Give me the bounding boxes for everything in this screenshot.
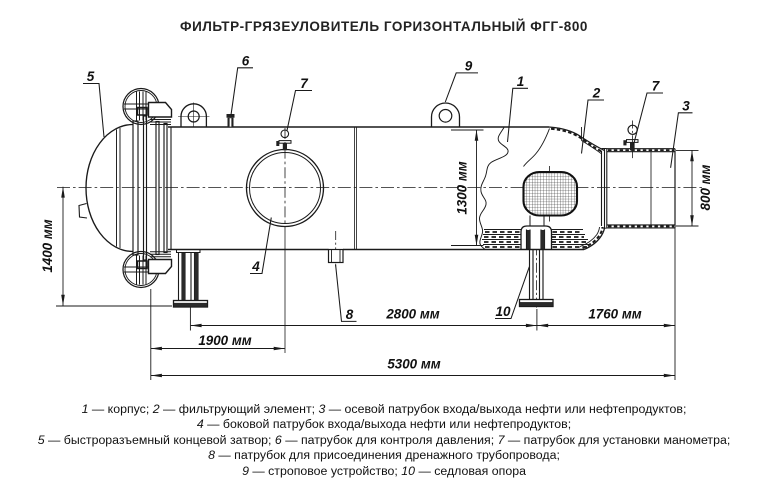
callout-3: 3 (682, 98, 690, 113)
side-nozzle (245, 148, 325, 353)
callout-8: 8 (346, 307, 354, 322)
callout-5: 5 (87, 69, 95, 84)
callout-1: 1 (517, 74, 525, 89)
dim-axis-height: 1400 мм (40, 219, 55, 272)
break-line-inner (523, 128, 550, 167)
callout-6: 6 (242, 53, 250, 68)
legend-line: 5 — быстроразъемный концевой затвор; 6 —… (37, 432, 731, 447)
callout-7-left: 7 (300, 76, 309, 91)
legend-line: 4 — боковой патрубок входа/выхода нефти … (196, 417, 572, 432)
elliptical-head (78, 123, 134, 253)
dim-total-length: 5300 мм (387, 357, 440, 372)
pressure-nozzle (226, 114, 235, 127)
filter-element (522, 170, 579, 217)
callout-4: 4 (251, 259, 260, 274)
callout-10: 10 (495, 304, 511, 319)
closure-mechanism-top (122, 87, 173, 126)
lifting-lug-right (430, 102, 461, 127)
dim-nozzle-diameter: 800 мм (698, 164, 713, 210)
callout-2: 2 (592, 86, 601, 101)
callout-9: 9 (465, 58, 473, 73)
conical-head-and-nozzle (548, 126, 676, 251)
drain-nozzle (327, 248, 344, 264)
dimension-labels: 1400 мм 1300 мм 800 мм 2800 мм 1760 мм 1… (40, 161, 713, 371)
drawing-title: ФИЛЬТР-ГРЯЗЕУЛОВИТЕЛЬ ГОРИЗОНТАЛЬНЫЙ ФГГ… (180, 19, 588, 34)
legend-line: 1 — корпус; 2 — фильтрующий элемент; 3 —… (81, 402, 687, 416)
callout-7-right: 7 (652, 79, 661, 94)
lifting-lug-left (178, 102, 210, 127)
legend: 1 — корпус; 2 — фильтрующий элемент; 3 —… (0, 402, 768, 479)
dim-support-to-nozzle-end: 1760 мм (588, 307, 641, 322)
dim-closure-to-side-nozzle: 1900 мм (198, 333, 251, 348)
legend-line: 9 — строповое устройство; 10 — седловая … (242, 463, 526, 478)
manometer-fitting-left (276, 129, 292, 151)
dim-shell-diameter: 1300 мм (455, 161, 470, 214)
callout-leaders (83, 67, 693, 322)
saddle-support-left (172, 249, 209, 308)
closure-mechanism-bottom (122, 250, 173, 289)
legend-line: 8 — патрубок для присоединения дренажног… (208, 448, 560, 463)
callout-labels: 5 6 7 9 1 2 7 3 4 8 10 (87, 53, 691, 322)
dimension-arrows (61, 129, 694, 378)
break-line (479, 127, 509, 250)
saddle-support-right (518, 225, 554, 308)
cutaway-section (479, 127, 591, 250)
dimension-lines (56, 129, 699, 380)
dim-support-span: 2800 мм (385, 307, 439, 322)
